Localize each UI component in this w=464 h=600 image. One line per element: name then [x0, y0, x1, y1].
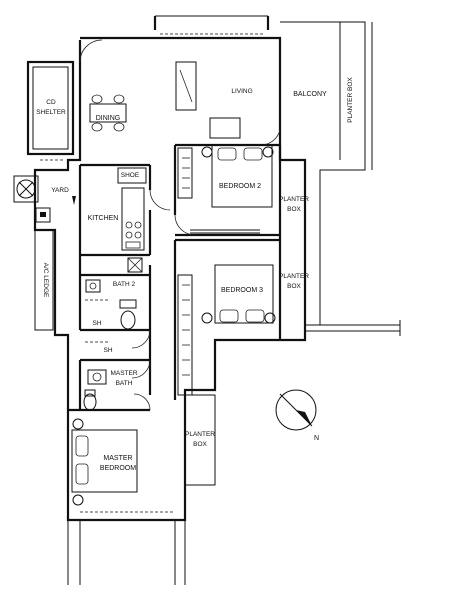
planter-box-bottom-label-2: BOX [193, 441, 207, 448]
doors [79, 39, 281, 411]
sh2-label: SH [103, 347, 112, 354]
ac-ledge [34, 229, 54, 331]
planter-box-mid1-label-2: BOX [287, 206, 301, 213]
ac-ledge-label: A/C LEDGE [42, 263, 49, 298]
master-bedroom-label-2: BEDROOM [100, 465, 136, 472]
master-bath-fixtures [83, 369, 107, 411]
bath2-label: BATH 2 [113, 281, 136, 288]
yard-unit [13, 175, 76, 223]
planter-walls [67, 394, 216, 585]
planter-box-right-label: PLANTER BOX [347, 77, 354, 123]
compass-north-label: N [314, 435, 319, 442]
cd-shelter-label-1: CD [46, 99, 56, 106]
kitchen-fixtures [117, 167, 147, 273]
wardrobes [177, 147, 193, 396]
dining-label: DINING [96, 115, 121, 122]
balcony-label: BALCONY [293, 91, 327, 98]
dining-set [89, 94, 127, 132]
living-label: LIVING [231, 88, 252, 95]
bedroom2-furniture [201, 117, 274, 208]
cd-shelter-label-2: SHELTER [36, 109, 66, 116]
master-bath-label-1: MASTER [110, 370, 137, 377]
master-bedroom-label-1: MASTER [103, 455, 132, 462]
planter-box-mid2-label-2: BOX [287, 283, 301, 290]
bedroom3-furniture [201, 264, 276, 324]
interior-walls [68, 143, 282, 412]
planter-box-mid1-label-1: PLANTER [279, 196, 309, 203]
balcony-outline [280, 21, 401, 336]
master-bedroom-furniture [71, 418, 175, 513]
shoe-label: SHOE [121, 172, 140, 179]
cd-shelter-walls [26, 60, 75, 161]
kitchen-label: KITCHEN [88, 215, 119, 222]
exterior-walls [33, 15, 307, 522]
bedroom2-label: BEDROOM 2 [219, 183, 261, 190]
bedroom3-label: BEDROOM 3 [221, 287, 263, 294]
bath2-fixtures [85, 279, 137, 343]
yard-label: YARD [51, 187, 69, 194]
planter-box-mid2-label-1: PLANTER [279, 273, 309, 280]
compass-rose: N [275, 389, 319, 442]
planter-box-bottom-label-1: PLANTER [185, 431, 215, 438]
living-sofa [175, 61, 197, 111]
master-bath-label-2: BATH [116, 380, 133, 387]
sh1-label: SH [92, 320, 101, 327]
